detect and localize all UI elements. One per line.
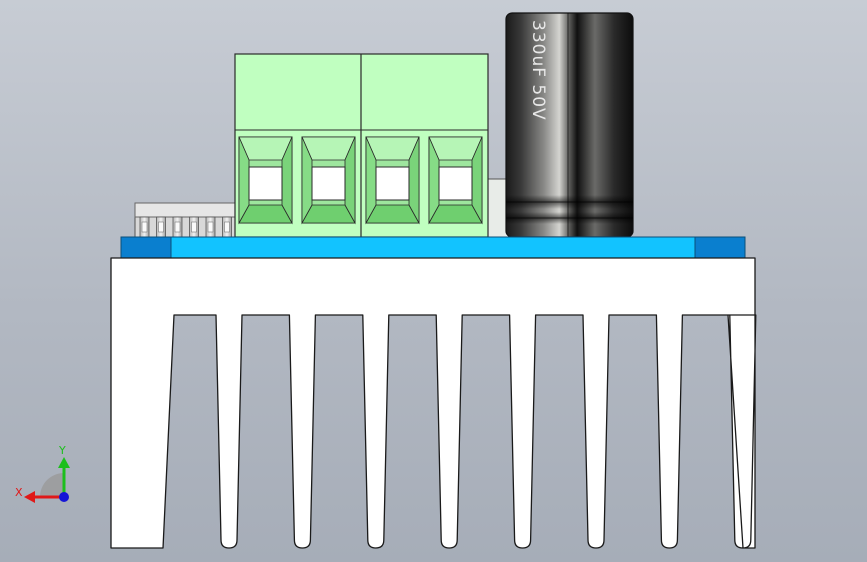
pcb-left-edge bbox=[120, 236, 172, 259]
wire-entry-hole bbox=[311, 166, 346, 201]
pcb-right-edge bbox=[694, 236, 746, 259]
wire-entry-hole bbox=[438, 166, 473, 201]
pcb-body bbox=[120, 236, 746, 259]
coordinate-triad[interactable]: Y X bbox=[15, 444, 70, 503]
pin-header-top bbox=[134, 202, 239, 218]
header-pin bbox=[172, 216, 183, 238]
terminal-slot[interactable] bbox=[301, 136, 356, 225]
x-arrow-icon bbox=[24, 491, 35, 503]
triad-plane bbox=[40, 473, 64, 497]
terminal-slot[interactable] bbox=[428, 136, 483, 225]
capacitor-rating-label: 330uF 50V bbox=[528, 20, 548, 121]
wire-entry-hole bbox=[248, 166, 283, 201]
triad-x-label: X bbox=[15, 486, 23, 499]
terminal-slot[interactable] bbox=[238, 136, 293, 225]
header-pin bbox=[222, 216, 232, 238]
terminal-slot[interactable] bbox=[365, 136, 420, 225]
electrolytic-capacitor[interactable]: 330uF 50V bbox=[505, 12, 634, 238]
terminal-block[interactable] bbox=[234, 53, 489, 238]
header-pin bbox=[205, 216, 216, 238]
z-axis-dot-icon bbox=[59, 492, 69, 502]
header-pin bbox=[189, 216, 199, 238]
heatsink[interactable] bbox=[110, 257, 757, 549]
pin-header[interactable] bbox=[134, 202, 239, 238]
header-pin bbox=[156, 216, 166, 238]
triad-y-label: Y bbox=[58, 444, 66, 457]
heatsink-outline bbox=[110, 257, 757, 549]
wire-entry-hole bbox=[375, 166, 410, 201]
y-arrow-icon bbox=[58, 457, 70, 468]
pcb-board[interactable] bbox=[120, 236, 746, 259]
header-pin bbox=[139, 216, 150, 238]
